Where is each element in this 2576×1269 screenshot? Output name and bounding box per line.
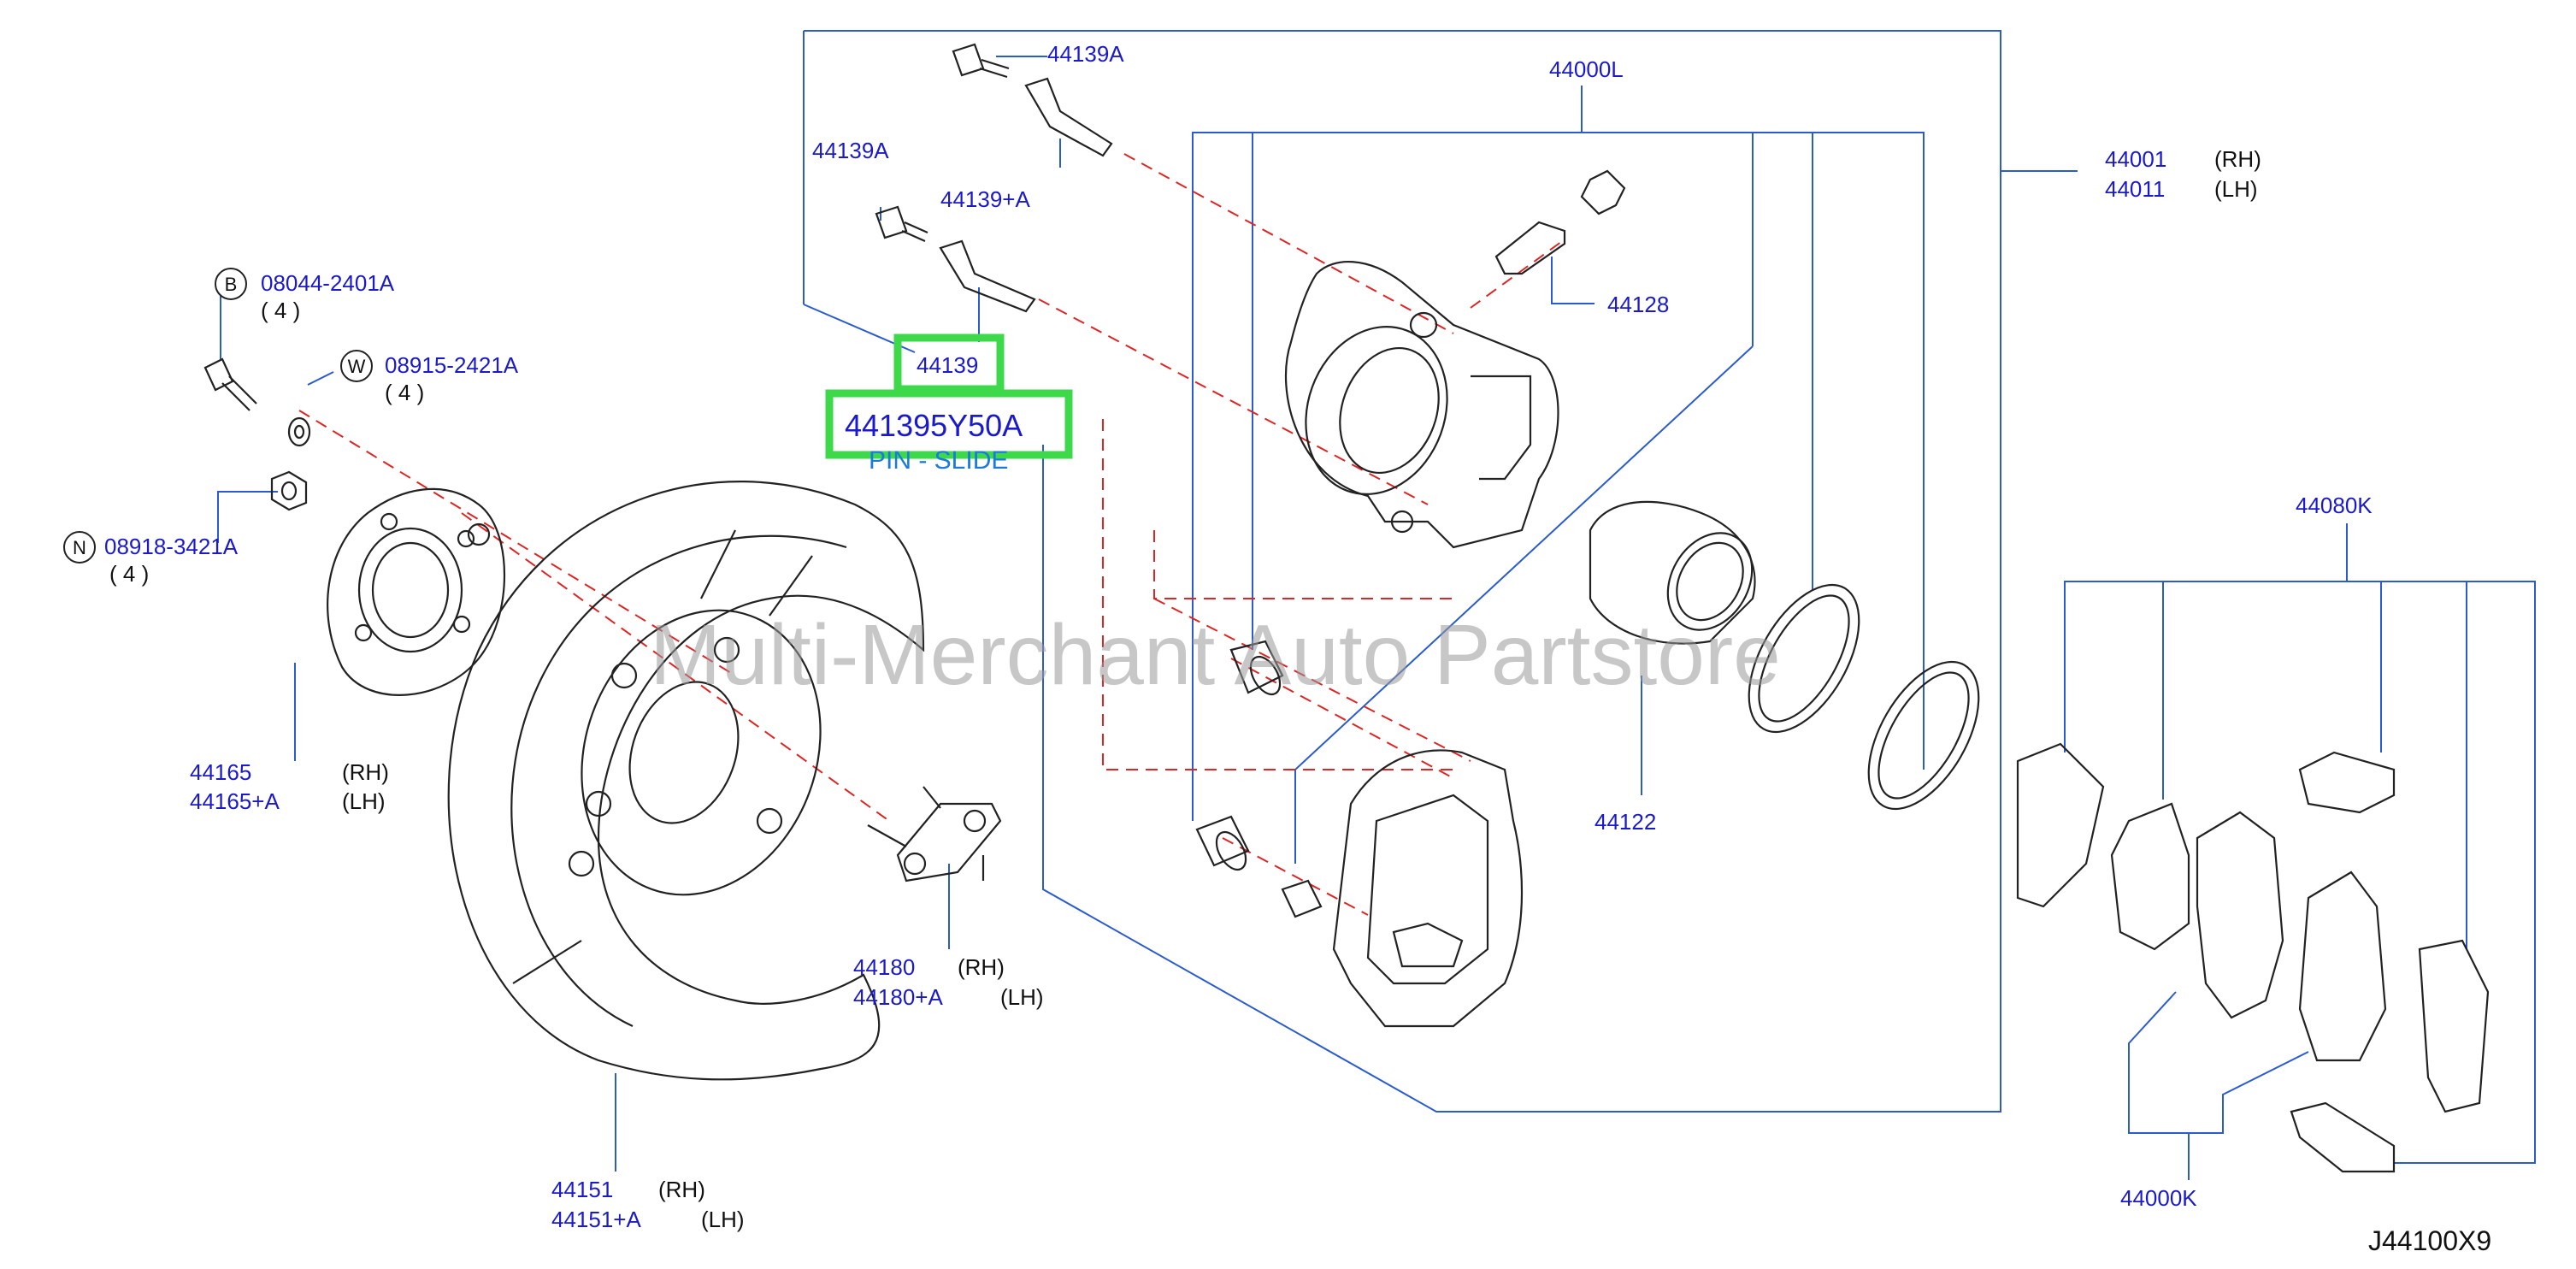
diagram-code: J44100X9 [2368,1225,2491,1256]
knuckle-adapter-drawing [327,487,505,696]
label-44122[interactable]: 44122 [1595,809,1656,835]
label-44128[interactable]: 44128 [1607,292,1669,317]
backing-plate-drawing [447,481,925,1081]
slide-pins-drawing [875,43,1113,313]
caliper-bracket-drawing [1332,749,1524,1028]
label-44180A[interactable]: 44180+A [853,984,943,1010]
label-44080K[interactable]: 44080K [2296,493,2373,518]
label-44000L[interactable]: 44000L [1549,56,1624,82]
highlight-box-44139 [893,333,1005,393]
qty-08915-2421A: ( 4 ) [385,380,424,405]
label-44151A-side: (LH) [701,1207,745,1232]
label-44151[interactable]: 44151 [551,1177,613,1202]
label-44151-side: (RH) [658,1177,705,1202]
label-08915-2421A[interactable]: 08915-2421A [385,352,519,378]
label-44139pA[interactable]: 44139+A [940,186,1030,212]
piston-drawing [1589,500,1756,645]
brake-pads-drawing [2016,742,2490,1173]
symbol-w-circle [340,350,373,382]
label-44139A-top[interactable]: 44139A [1047,41,1124,67]
label-44139[interactable]: 44139 [917,352,978,378]
caliper-body-drawing [1284,260,1559,549]
label-44165[interactable]: 44165 [190,759,251,785]
boots-drawing [1195,640,1323,918]
symbol-b-circle [215,268,247,300]
leader-lines [217,30,2536,1180]
label-44180[interactable]: 44180 [853,954,915,980]
symbol-w-text: W [348,356,366,377]
label-pin-slide: PIN - SLIDE [869,446,1008,475]
label-44001-side: (RH) [2214,146,2261,172]
label-44180A-side: (LH) [1000,984,1044,1010]
label-44139A-left[interactable]: 44139A [812,138,889,163]
label-44001[interactable]: 44001 [2105,146,2166,172]
symbol-b-text: B [225,274,238,295]
highlight-box-441395Y50A [825,389,1073,459]
hardware-drawing [867,786,1002,882]
watermark: Multi-Merchant Auto Partstore [650,607,1781,703]
label-44165A-side: (LH) [342,788,386,814]
bleeder-drawing [1494,169,1626,275]
qty-08918-3421A: ( 4 ) [109,561,149,587]
label-08918-3421A[interactable]: 08918-3421A [104,534,239,559]
left-fasteners-drawing [203,357,311,511]
label-44165-side: (RH) [342,759,389,785]
center-lines [298,153,1565,916]
label-44151A[interactable]: 44151+A [551,1207,641,1232]
seals-drawing [1748,583,1980,811]
symbol-n-text: N [73,537,86,558]
label-44011-side: (LH) [2214,176,2258,202]
label-441395Y50A[interactable]: 441395Y50A [845,408,1023,443]
label-44000K[interactable]: 44000K [2120,1185,2197,1211]
label-44011[interactable]: 44011 [2105,176,2165,202]
part-labels: 44139A 44139A 44139+A 44139 441395Y50A P… [63,41,2491,1256]
label-44180-side: (RH) [958,954,1005,980]
symbol-n-circle [63,531,96,564]
label-08044-2401A[interactable]: 08044-2401A [261,270,395,296]
label-44165A[interactable]: 44165+A [190,788,280,814]
qty-08044-2401A: ( 4 ) [261,298,300,323]
